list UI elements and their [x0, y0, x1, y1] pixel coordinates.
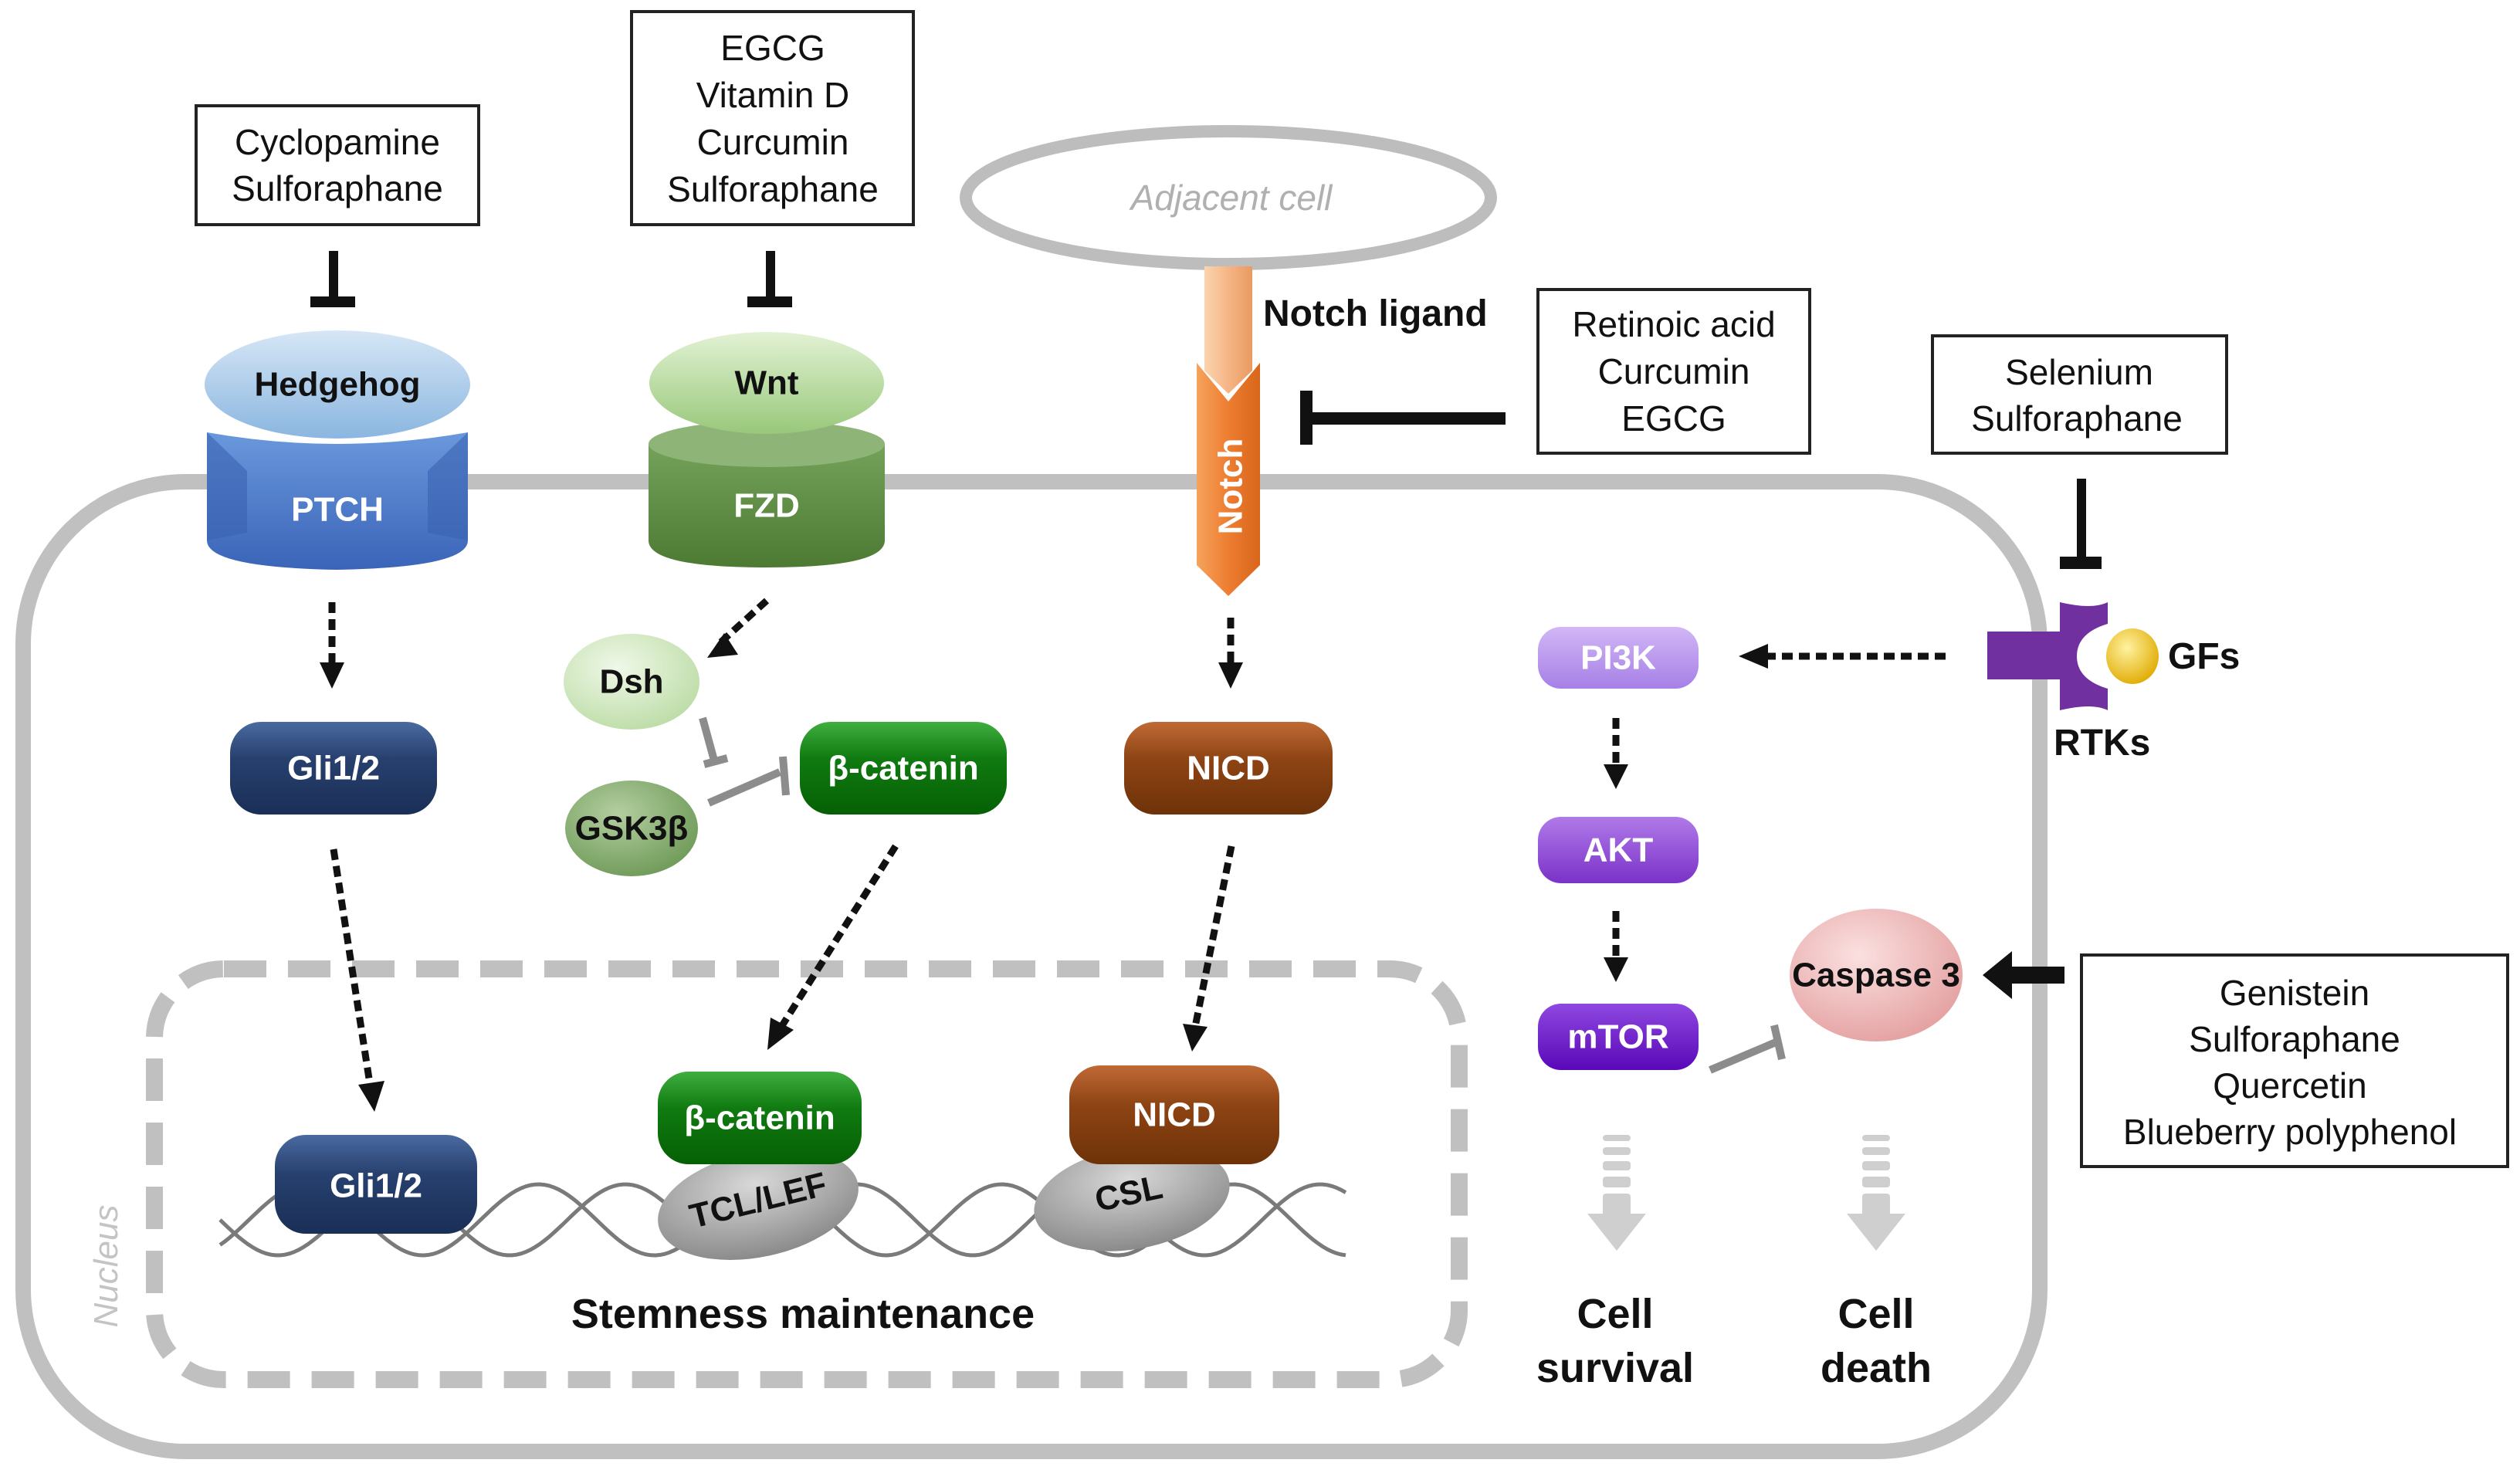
nucleus-envelope	[146, 960, 1468, 1388]
svg-text:Vitamin D: Vitamin D	[696, 75, 850, 115]
csl-node: CSL	[1034, 1145, 1230, 1251]
cell-survival-line2: survival	[1536, 1345, 1694, 1391]
gf-ligand	[2106, 628, 2159, 684]
death-gray-arrow	[1847, 1135, 1905, 1251]
fzd-receptor: FZD	[649, 421, 885, 567]
svg-text:Sulforaphane: Sulforaphane	[667, 169, 879, 209]
hedgehog-inhibition-bar	[310, 251, 355, 307]
caspase-activator-box: Genistein Sulforaphane Quercetin Blueber…	[2080, 953, 2509, 1168]
svg-text:EGCG: EGCG	[720, 28, 825, 68]
svg-text:Sulforaphane: Sulforaphane	[232, 168, 443, 208]
rtk-inhibition-bar	[2060, 479, 2102, 569]
rtk-inhibitor-box: Selenium Sulforaphane	[1931, 334, 2228, 455]
pi3k-node: PI3K	[1538, 627, 1699, 689]
gli-to-nucleus-arrow	[330, 848, 374, 1089]
notch-inhibitor-box: Retinoic acid Curcumin EGCG	[1536, 288, 1811, 455]
ptch-receptor: PTCH	[207, 432, 468, 570]
svg-text:Genistein: Genistein	[2220, 973, 2369, 1013]
dsh-node: Dsh	[564, 634, 699, 730]
fzd-label: FZD	[733, 487, 800, 525]
survival-gray-arrow	[1587, 1135, 1646, 1251]
stemness-label: Stemness maintenance	[571, 1291, 1035, 1337]
hedgehog-inhibitor-box: Cyclopamine Sulforaphane	[195, 104, 480, 226]
svg-text:GSK3β: GSK3β	[575, 810, 689, 848]
svg-text:Caspase 3: Caspase 3	[1792, 957, 1960, 994]
cell-death-line1: Cell	[1838, 1291, 1914, 1337]
adjacent-cell-label: Adjacent cell	[1129, 178, 1334, 218]
svg-text:Quercetin: Quercetin	[2213, 1065, 2366, 1106]
svg-text:Sulforaphane: Sulforaphane	[2189, 1019, 2400, 1059]
notch-inhibition-bar	[1300, 391, 1506, 445]
wnt-ligand: Wnt	[649, 332, 884, 434]
bcat-to-nucleus-arrow	[778, 844, 899, 1029]
svg-text:Hedgehog: Hedgehog	[254, 366, 420, 404]
svg-text:NICD: NICD	[1187, 750, 1270, 787]
svg-text:Gli1/2: Gli1/2	[287, 750, 380, 787]
cell-survival-line1: Cell	[1577, 1291, 1653, 1337]
svg-text:Cyclopamine: Cyclopamine	[235, 122, 440, 162]
svg-text:Dsh: Dsh	[599, 663, 663, 701]
svg-text:EGCG: EGCG	[1621, 398, 1726, 439]
tcl-lef-node: TCL/LEF	[658, 1149, 859, 1260]
arrowheads	[320, 633, 1768, 1112]
caspase3-node: Caspase 3	[1790, 909, 1963, 1041]
gli-nuc-node: Gli1/2	[275, 1135, 477, 1234]
gsk3b-node: GSK3β	[565, 781, 698, 876]
svg-text:β-catenin: β-catenin	[684, 1099, 835, 1137]
svg-text:Blueberry polyphenol: Blueberry polyphenol	[2123, 1112, 2457, 1152]
ptch-label: PTCH	[291, 491, 384, 529]
notch-ligand	[1204, 266, 1252, 394]
svg-text:Wnt: Wnt	[734, 364, 798, 402]
hedgehog-ligand: Hedgehog	[205, 330, 470, 439]
akt-node: AKT	[1538, 817, 1699, 883]
svg-text:Notch: Notch	[1212, 439, 1250, 535]
svg-text:β-catenin: β-catenin	[828, 750, 979, 787]
wnt-inhibition-bar	[747, 251, 792, 307]
notch-receptor: Notch	[1197, 363, 1260, 596]
adjacent-cell	[960, 125, 1497, 270]
bcat-nuc-node: β-catenin	[658, 1072, 862, 1164]
gli-cyto-node: Gli1/2	[230, 722, 437, 815]
nucleus-label: Nucleus	[87, 1205, 125, 1328]
bcat-cyto-node: β-catenin	[800, 722, 1007, 815]
cell-death-line2: death	[1821, 1345, 1932, 1391]
gray-inhibition-lines	[699, 716, 1786, 1074]
notch-ligand-label: Notch ligand	[1263, 293, 1488, 334]
wnt-inhibitor-box: EGCG Vitamin D Curcumin Sulforaphane	[630, 10, 915, 226]
svg-text:mTOR: mTOR	[1567, 1018, 1668, 1056]
nicd-cyto-node: NICD	[1124, 722, 1333, 815]
rtk-receptor	[1987, 602, 2108, 710]
nicd-nuc-node: NICD	[1069, 1065, 1279, 1164]
svg-text:Retinoic acid: Retinoic acid	[1572, 304, 1775, 344]
svg-text:Sulforaphane: Sulforaphane	[1971, 398, 2183, 439]
gfs-label: GFs	[2168, 636, 2240, 677]
svg-text:NICD: NICD	[1133, 1096, 1216, 1134]
mtor-node: mTOR	[1538, 1004, 1699, 1070]
rtks-label: RTKs	[2054, 723, 2150, 764]
svg-text:Curcumin: Curcumin	[697, 122, 849, 162]
svg-text:PI3K: PI3K	[1580, 639, 1656, 677]
svg-text:Gli1/2: Gli1/2	[330, 1167, 422, 1205]
nicd-to-nucleus-arrow	[1191, 845, 1235, 1028]
svg-text:Selenium: Selenium	[2005, 352, 2153, 392]
caspase-activation-arrow	[1983, 951, 2064, 999]
svg-text:Curcumin: Curcumin	[1598, 351, 1750, 391]
svg-text:AKT: AKT	[1583, 831, 1654, 869]
